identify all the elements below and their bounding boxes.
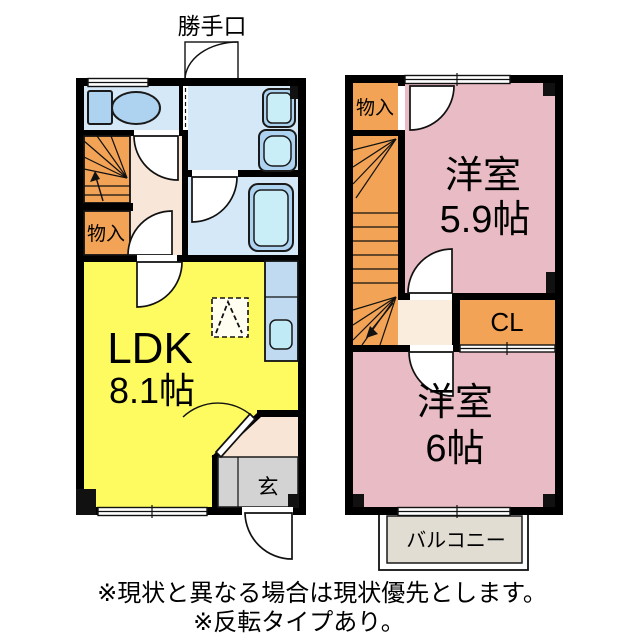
balcony: バルコニー bbox=[378, 508, 529, 571]
storage-1f-door-arc bbox=[127, 210, 173, 256]
genkan-hall bbox=[218, 417, 298, 457]
wall-pillar bbox=[290, 86, 298, 99]
genkan-top-wall bbox=[257, 410, 298, 417]
ldk-doorway bbox=[137, 255, 177, 262]
floor2-plan: 物入 洋室 5.9帖 CL 洋室 6帖 bbox=[345, 73, 563, 518]
storage-1f bbox=[83, 210, 131, 256]
wall-pillar bbox=[543, 494, 555, 507]
entrance-inner-door-leaf bbox=[214, 412, 257, 459]
genkan-area: 玄 bbox=[182, 402, 299, 508]
room59-door-arc bbox=[407, 248, 453, 294]
closet-label: CL bbox=[490, 307, 523, 337]
western-room-6 bbox=[353, 352, 555, 507]
room6-door-arc bbox=[408, 351, 454, 397]
toilet-icon bbox=[87, 90, 161, 125]
storage-1f-label: 物入 bbox=[87, 223, 125, 245]
genkan-label: 玄 bbox=[258, 476, 279, 499]
balcony-floor bbox=[386, 515, 523, 564]
window-2f-bottom bbox=[397, 505, 511, 518]
stair-arrow-head bbox=[90, 171, 100, 182]
stove-counter-icon bbox=[211, 297, 249, 338]
note-line-1: ※現状と異なる場合は現状優先とします。 bbox=[97, 580, 547, 607]
stair-landing bbox=[398, 300, 452, 345]
room6-doorway bbox=[410, 345, 453, 352]
storage-2f-label: 物入 bbox=[356, 97, 394, 119]
bathroom-doorway bbox=[192, 170, 238, 177]
window-1f-bottom bbox=[97, 505, 208, 518]
kitchen-counter bbox=[264, 260, 299, 362]
note-line-2: ※反転タイプあり。 bbox=[193, 609, 405, 636]
wall-pillar bbox=[546, 272, 555, 293]
back-door-leaf bbox=[184, 41, 239, 81]
closet-sliding-door bbox=[459, 342, 556, 355]
stair-arrow-head bbox=[366, 326, 378, 338]
entrance-inner-door-arc bbox=[182, 402, 253, 418]
genkan-floor bbox=[217, 456, 299, 508]
notes: ※現状と異なる場合は現状優先とします。 ※反転タイプあり。 bbox=[97, 580, 547, 636]
back-door-label: 勝手口 bbox=[178, 13, 247, 39]
wall-pillar bbox=[76, 489, 96, 515]
room59-top-door-arc bbox=[409, 85, 455, 131]
kitchen-sink-icon bbox=[269, 319, 293, 350]
sink-icon bbox=[262, 88, 296, 128]
room59-label: 洋室 bbox=[445, 155, 521, 197]
balcony-label: バルコニー bbox=[406, 530, 506, 552]
front-door-arc bbox=[244, 512, 293, 560]
bathroom-door-arc bbox=[191, 176, 238, 223]
room6-label: 洋室 bbox=[417, 382, 493, 424]
room6-size-label: 6帖 bbox=[425, 428, 484, 470]
stair-direction-arrow bbox=[368, 302, 394, 334]
closet bbox=[460, 300, 555, 345]
toilet-doorway bbox=[134, 130, 179, 136]
genkan-left-wall bbox=[212, 455, 218, 507]
front-doorway bbox=[242, 507, 293, 515]
wall-pillar bbox=[543, 83, 555, 96]
washing-machine-icon bbox=[258, 129, 297, 172]
room59-size-label: 5.9帖 bbox=[440, 199, 531, 241]
room59-doorway bbox=[410, 293, 452, 300]
entry-strip bbox=[183, 86, 188, 130]
stairs-1f bbox=[83, 135, 131, 204]
toilet-door-arc bbox=[133, 135, 179, 181]
floor1-plan: 勝手口 bbox=[76, 13, 306, 560]
wall-below-stairs bbox=[84, 203, 133, 211]
storage-2f-doorway bbox=[398, 86, 405, 130]
stair-treads-1f bbox=[83, 135, 130, 202]
bathtub-icon bbox=[248, 183, 294, 252]
storage-2f bbox=[353, 83, 398, 130]
wall-pillar bbox=[288, 494, 298, 507]
ldk-door-arc bbox=[136, 261, 183, 308]
stair-treads-2f bbox=[352, 138, 398, 346]
ldk-size-label: 8.1帖 bbox=[109, 370, 195, 411]
back-door bbox=[184, 41, 239, 81]
wall-pillar bbox=[353, 494, 364, 507]
back-door-arc bbox=[184, 41, 239, 81]
ldk-label: LDK bbox=[107, 324, 193, 373]
window-2f-top bbox=[404, 73, 511, 86]
window-1f-top bbox=[87, 77, 149, 88]
